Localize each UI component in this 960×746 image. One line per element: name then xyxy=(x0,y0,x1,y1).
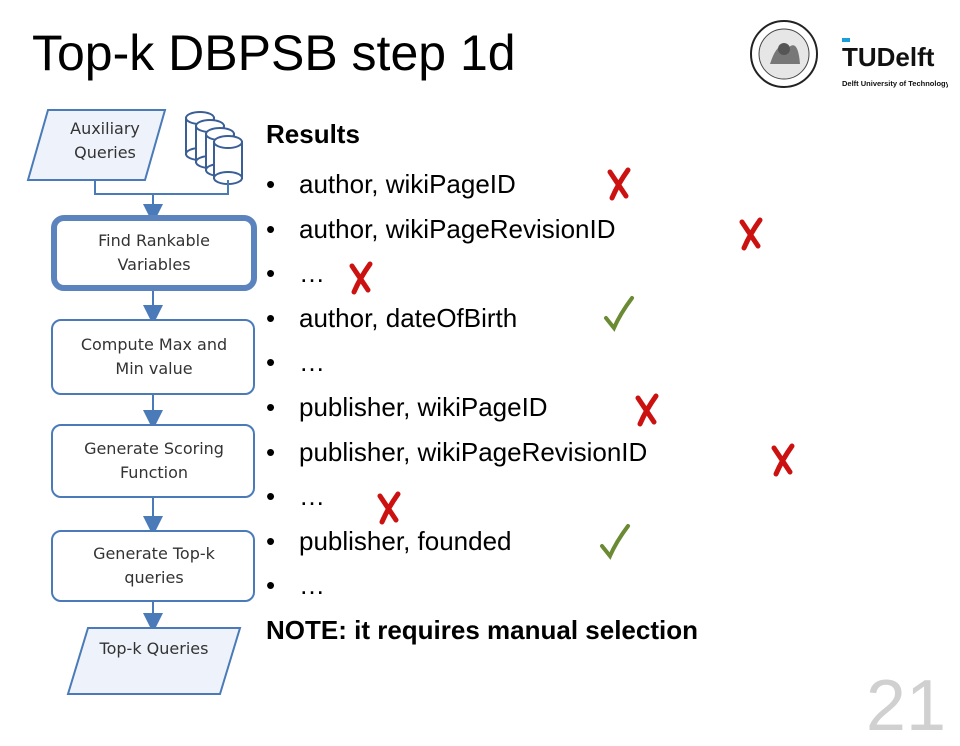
generate-scoring-label: Generate Scoring Function xyxy=(84,439,224,482)
item-text: … xyxy=(299,258,325,289)
item-text: publisher, founded xyxy=(299,525,512,556)
workflow-diagram xyxy=(26,109,257,695)
list-item: •… xyxy=(266,570,325,601)
merge-connector xyxy=(94,180,229,195)
list-item: •publisher, wikiPageID xyxy=(266,391,548,422)
slide-number: 21 xyxy=(865,666,946,746)
item-text: author, wikiPageID xyxy=(299,169,516,199)
database-icon xyxy=(185,111,243,185)
tudelft-wordmark: TUDelft xyxy=(842,42,935,72)
results-content: Results •author, wikiPageID •author, wik… xyxy=(266,118,886,652)
list-item: •publisher, wikiPageRevisionID xyxy=(266,436,648,467)
check-icon xyxy=(604,296,634,332)
item-text: … xyxy=(299,570,325,601)
topk-queries-node xyxy=(66,627,242,695)
list-item: •… xyxy=(266,481,325,512)
topk-queries-label: Top-k Queries xyxy=(99,639,209,658)
politecnico-seal xyxy=(750,20,818,88)
list-item: •… xyxy=(266,258,325,289)
item-text: author, wikiPageRevisionID xyxy=(299,213,616,244)
auxiliary-queries-node xyxy=(26,109,167,181)
cross-icon xyxy=(349,261,373,295)
note-text: NOTE: it requires manual selection xyxy=(266,614,698,645)
results-heading: Results xyxy=(266,119,360,149)
list-item: •author, dateOfBirth xyxy=(266,302,518,333)
tudelft-subtitle: Delft University of Technology xyxy=(842,79,948,88)
item-text: publisher, wikiPageID xyxy=(299,391,548,422)
check-icon xyxy=(600,524,630,560)
list-item: •publisher, founded xyxy=(266,525,512,556)
slide-title: Top-k DBPSB step 1d xyxy=(32,25,516,81)
cross-icon xyxy=(739,217,763,251)
compute-max-min-label: Compute Max and Min value xyxy=(80,335,228,378)
cross-icon xyxy=(635,393,659,427)
auxiliary-queries-label: Auxiliary Queries xyxy=(70,119,140,162)
tudelft-logo: TUDelft Delft University of Technology xyxy=(842,38,948,88)
item-text: author, dateOfBirth xyxy=(299,302,518,333)
item-text: … xyxy=(299,481,325,512)
university-logos: TUDelft Delft University of Technology xyxy=(750,20,948,88)
list-item: •author, wikiPageID xyxy=(266,169,516,199)
results-list: •author, wikiPageID •author, wikiPageRev… xyxy=(266,162,886,608)
item-text: … xyxy=(299,347,325,378)
generate-topk-label: Generate Top-k queries xyxy=(93,544,215,587)
item-text: publisher, wikiPageRevisionID xyxy=(299,436,648,467)
cross-icon xyxy=(607,167,631,201)
cross-icon xyxy=(771,443,795,477)
list-item: •author, wikiPageRevisionID xyxy=(266,213,616,244)
list-item: •… xyxy=(266,347,325,378)
find-rankable-label: Find Rankable Variables xyxy=(98,231,210,274)
cross-icon xyxy=(377,491,401,525)
find-rankable-node xyxy=(51,215,257,291)
